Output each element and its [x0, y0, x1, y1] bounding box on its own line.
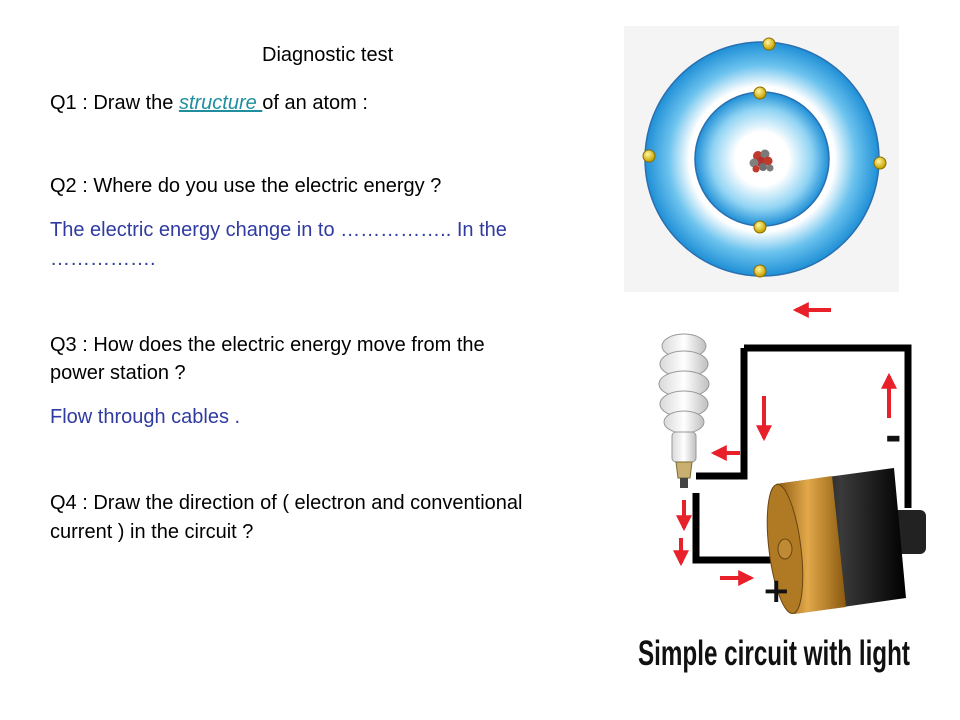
answer-3: Flow through cables . [50, 406, 241, 428]
answer-2-line-1: The electric energy change in to ……………..… [50, 219, 507, 241]
question-4-line-1: Q4 : Draw the direction of ( electron an… [50, 492, 523, 514]
electron-icon [873, 156, 887, 170]
electron-icon [762, 37, 776, 51]
electron-icon [753, 220, 767, 234]
page-title: Diagnostic test [262, 44, 394, 66]
question-1: Q1 : Draw the structure of an atom : [50, 89, 368, 117]
minus-sign: - [885, 414, 902, 460]
left-wire [696, 348, 748, 480]
question-1-prefix: Q1 : Draw the [50, 92, 179, 114]
nucleus [749, 149, 774, 173]
answer-2-line-2: ……………. [50, 248, 156, 270]
top-wire [744, 344, 912, 508]
electron-icon [753, 86, 767, 100]
plus-sign: + [762, 571, 791, 611]
atom-illustration [624, 26, 899, 292]
question-2: Q2 : Where do you use the electric energ… [50, 175, 442, 197]
structure-link[interactable]: structure [178, 92, 263, 114]
question-1-suffix: of an atom : [262, 92, 368, 114]
circuit-caption: Simple circuit with light [638, 633, 910, 673]
bottom-wire [692, 493, 806, 564]
lightbulb-icon [658, 333, 710, 488]
question-3-line-2: power station ? [50, 362, 186, 384]
circuit-illustration: - + Simple circuit with light [638, 302, 926, 673]
electrons [642, 37, 887, 278]
battery-icon [766, 468, 926, 615]
question-3-line-1: Q3 : How does the electric energy move f… [50, 334, 485, 356]
electron-icon [753, 264, 767, 278]
question-4-line-2: current ) in the circuit ? [50, 521, 254, 543]
electron-icon [642, 149, 656, 163]
